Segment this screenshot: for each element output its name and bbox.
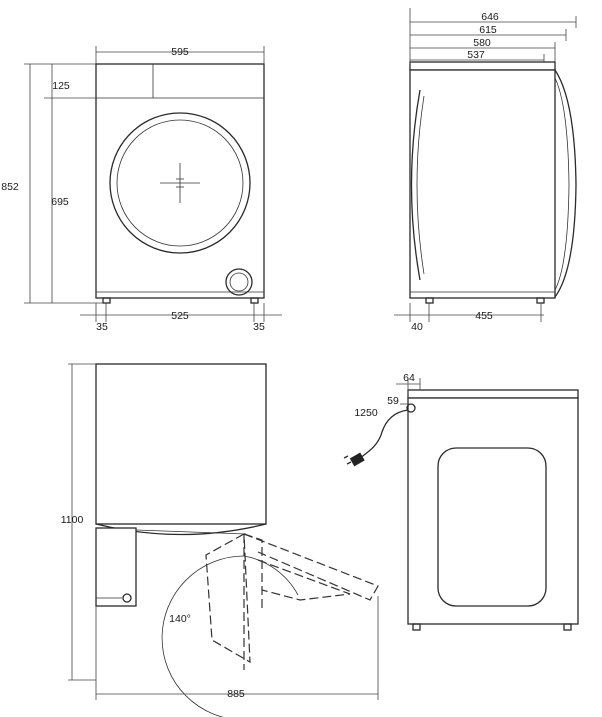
label-rear-offset-59: 59: [387, 395, 399, 407]
filter-cap-inner: [229, 272, 249, 292]
door-view-plinth: [95, 527, 137, 607]
front-view: [24, 46, 282, 322]
label-front-foot-span: 525: [171, 310, 189, 322]
label-front-total-height: 852: [1, 181, 19, 193]
rear-cabinet: [407, 397, 579, 625]
dim-front-feet: [80, 303, 282, 322]
side-back-bulge: [554, 69, 577, 298]
side-foot-front: [425, 297, 434, 304]
dim-door-open-height: [68, 363, 97, 700]
label-front-foot-right: 35: [253, 321, 265, 333]
front-foot-right: [250, 297, 259, 304]
filter-cap: [225, 268, 253, 296]
door-position-closed: [205, 533, 251, 664]
label-side-foot-offset: 40: [411, 321, 423, 333]
side-back-inner: [554, 77, 570, 291]
label-door-open-height: 1100: [61, 514, 84, 526]
rear-foot-right: [563, 623, 572, 631]
door-position-open-top: [243, 533, 379, 601]
label-side-depth-646: 646: [481, 11, 499, 23]
rear-foot-left: [412, 623, 421, 631]
dimension-labels: 595 125 852 695 35 525 35 646 615 580 53…: [1, 11, 499, 700]
dim-side-feet: [394, 303, 544, 322]
door-swing-arc-left: [161, 555, 245, 717]
side-foot-back: [536, 297, 545, 304]
label-side-foot-span: 455: [475, 310, 493, 322]
dim-rear-offsets: [396, 378, 421, 405]
label-front-foot-left: 35: [96, 321, 108, 333]
label-cable-length: 1250: [354, 407, 378, 419]
rear-service-panel: [437, 447, 547, 607]
door-view-base-line: [135, 529, 247, 535]
label-rear-offset-64: 64: [403, 372, 415, 384]
door-view-filter: [122, 593, 132, 603]
power-plug-icon: [343, 452, 365, 467]
door-view-cabinet: [95, 363, 267, 525]
front-foot-left: [102, 297, 111, 304]
door-position-open-bottom: [257, 559, 351, 601]
label-front-panel-height: 125: [52, 80, 70, 92]
dim-side-depths: [409, 8, 577, 64]
side-cabinet: [409, 69, 556, 299]
side-door-bulge: [410, 89, 421, 281]
dim-door-open-depth: [96, 596, 379, 700]
dim-front-width: [95, 46, 265, 64]
label-side-depth-537: 537: [467, 49, 485, 61]
rear-view: [343, 378, 579, 631]
door-inner-ring: [116, 119, 244, 247]
rear-top-plate: [407, 389, 579, 399]
label-door-angle: 140°: [169, 613, 191, 625]
power-cable: [359, 409, 409, 459]
label-door-open-depth: 885: [227, 688, 245, 700]
dim-front-heights: [24, 63, 103, 304]
side-door-inner: [416, 95, 425, 275]
side-view: [394, 8, 577, 322]
center-cross-mark: [160, 163, 200, 203]
side-top-plate: [409, 61, 556, 71]
label-front-width: 595: [171, 46, 189, 58]
label-side-depth-615: 615: [479, 24, 497, 36]
label-side-depth-580: 580: [473, 37, 491, 49]
door-swing-arc-right: [243, 555, 299, 596]
label-front-body-height: 695: [51, 196, 69, 208]
door-outer-ring: [109, 112, 251, 254]
door-open-view: [68, 363, 379, 717]
